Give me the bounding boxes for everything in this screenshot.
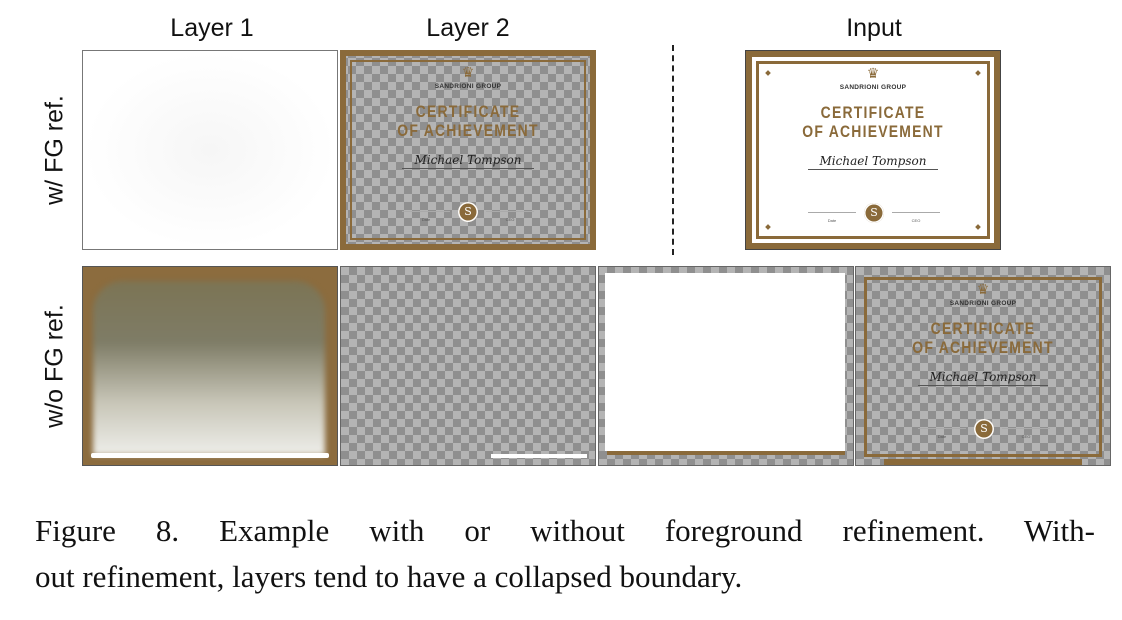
certificate-title-line2: OF ACHIEVEMENT bbox=[802, 122, 944, 141]
certificate-title-line2: OF ACHIEVEMENT bbox=[912, 338, 1054, 357]
certificate-name: Michael Tompson bbox=[402, 153, 534, 169]
certificate-title-line1: CERTIFICATE bbox=[415, 102, 521, 121]
certificate-input: ♛ SANDRIONI GROUP CERTIFICATE OF ACHIEVE… bbox=[746, 51, 1000, 249]
certificate-title-line1: CERTIFICATE bbox=[930, 319, 1036, 338]
certificate-foreground: ♛ SANDRIONI GROUP CERTIFICATE OF ACHIEVE… bbox=[340, 50, 596, 250]
ceo-label: CEO bbox=[911, 218, 921, 223]
certificate-name: Michael Tompson bbox=[808, 154, 938, 170]
date-label: Date bbox=[937, 434, 947, 439]
certificate-org: SANDRIONI GROUP bbox=[949, 300, 1017, 307]
input-image: ♛ SANDRIONI GROUP CERTIFICATE OF ACHIEVE… bbox=[745, 50, 1001, 250]
divider-dashed bbox=[672, 45, 674, 255]
seal-icon: S bbox=[864, 203, 884, 223]
seal-icon: S bbox=[974, 419, 994, 439]
ceo-label: CEO bbox=[505, 217, 515, 222]
column-header-input: Input bbox=[846, 14, 902, 42]
certificate-composite: ♛ SANDRIONI GROUP CERTIFICATE OF ACHIEVE… bbox=[856, 267, 1110, 465]
certificate-title-line1: CERTIFICATE bbox=[820, 103, 926, 122]
row1-layer1-image bbox=[82, 50, 338, 250]
ceo-label: CEO bbox=[1021, 434, 1031, 439]
row2-layer1-image bbox=[82, 266, 338, 466]
date-label: Date bbox=[827, 218, 837, 223]
figure-caption: Figure 8. Example with or without foregr… bbox=[35, 508, 1095, 600]
caption-line1: Figure 8. Example with or without foregr… bbox=[35, 513, 1095, 548]
row2-layer3-image bbox=[598, 266, 854, 466]
crest-icon: ♛ bbox=[461, 64, 475, 80]
row-label-with-fg-ref: w/ FG ref. bbox=[40, 95, 69, 205]
row2-composite-image: ♛ SANDRIONI GROUP CERTIFICATE OF ACHIEVE… bbox=[855, 266, 1111, 466]
row-label-without-fg-ref: w/o FG ref. bbox=[40, 304, 69, 428]
caption-line2: out refinement, layers tend to have a co… bbox=[35, 559, 743, 594]
row1-layer2-image: ♛ SANDRIONI GROUP CERTIFICATE OF ACHIEVE… bbox=[340, 50, 596, 250]
certificate-org: SANDRIONI GROUP bbox=[434, 83, 502, 90]
seal-icon: S bbox=[458, 202, 478, 222]
column-header-layer2: Layer 2 bbox=[426, 14, 510, 42]
certificate-org: SANDRIONI GROUP bbox=[839, 84, 907, 91]
date-label: Date bbox=[421, 217, 431, 222]
crest-icon: ♛ bbox=[976, 281, 990, 297]
certificate-name: Michael Tompson bbox=[918, 370, 1048, 386]
crest-icon: ♛ bbox=[866, 65, 880, 81]
column-header-layer1: Layer 1 bbox=[170, 14, 254, 42]
certificate-title-line2: OF ACHIEVEMENT bbox=[397, 121, 539, 140]
row2-layer2-image bbox=[340, 266, 596, 466]
